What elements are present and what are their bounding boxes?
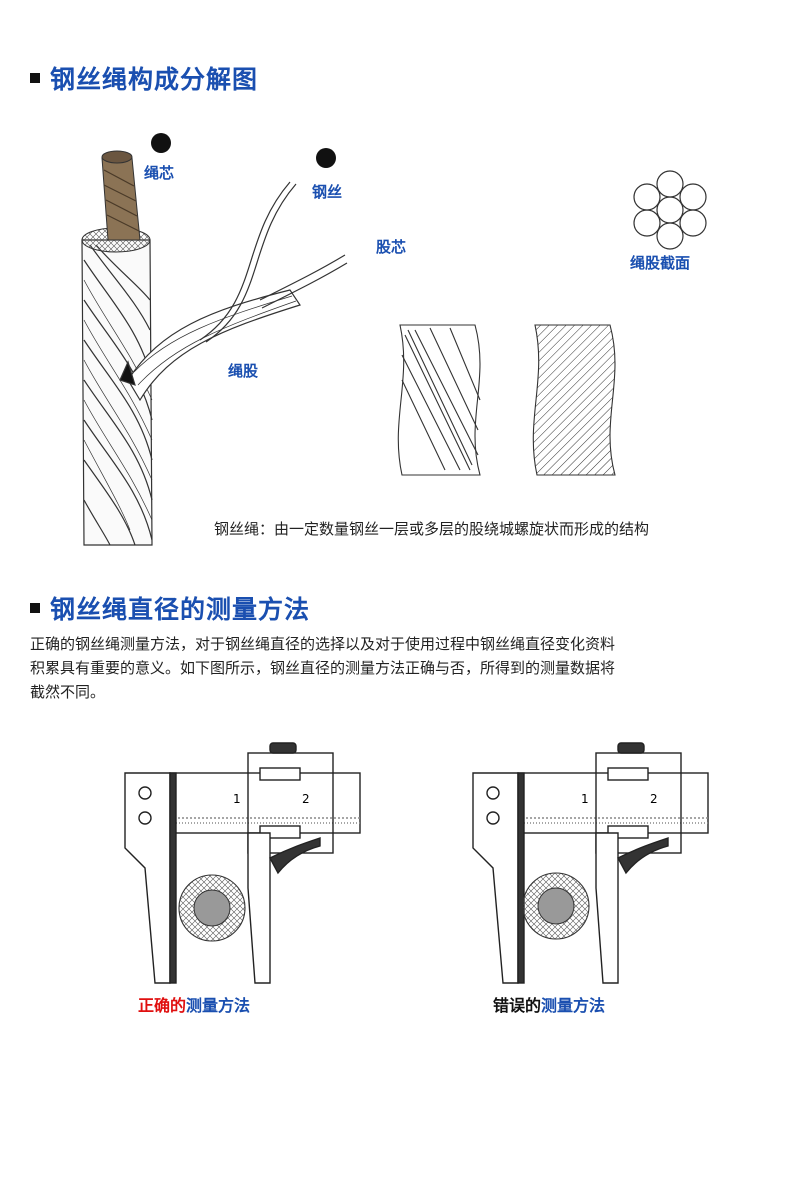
caption-correct-prefix: 正确的 bbox=[138, 996, 187, 1015]
paragraph-line: 截然不同。 bbox=[30, 683, 106, 701]
strand-sample-left bbox=[397, 324, 481, 476]
rope-core-illustration bbox=[101, 150, 141, 241]
caliper-wrong-illustration: 1 2 bbox=[472, 742, 709, 984]
caption-correct-method: 正确的测量方法 bbox=[138, 992, 250, 1016]
label-rope-core: 绳芯 bbox=[144, 164, 175, 182]
caption-wrong-method: 错误的测量方法 bbox=[493, 992, 605, 1016]
caption-correct-suffix: 测量方法 bbox=[186, 996, 251, 1015]
label-strand-section: 绳股截面 bbox=[630, 254, 691, 272]
title-bullet-icon bbox=[30, 603, 40, 613]
caliper-correct-illustration: 1 2 bbox=[124, 742, 361, 984]
strand-cross-section-icon bbox=[633, 170, 707, 250]
strand-sample-right bbox=[532, 324, 616, 476]
section-title-text: 钢丝绳直径的测量方法 bbox=[50, 595, 311, 624]
rope-section-icon bbox=[522, 872, 590, 940]
paragraph-line: 积累具有重要的意义。如下图所示，钢丝直径的测量方法正确与否，所得到的测量数据将 bbox=[30, 659, 616, 677]
scale-mark-1: 1 bbox=[233, 792, 241, 806]
rope-definition-text: 钢丝绳：由一定数量钢丝一层或多层的股绕城螺旋状而形成的结构 bbox=[214, 520, 650, 538]
steel-wire-bullet-icon bbox=[316, 148, 336, 168]
wire-rope-illustration bbox=[81, 150, 707, 546]
scale-mark-1: 1 bbox=[581, 792, 589, 806]
scale-mark-2: 2 bbox=[302, 792, 310, 806]
measurement-paragraph: 正确的钢丝绳测量方法，对于钢丝绳直径的选择以及对于使用过程中钢丝绳直径变化资料 … bbox=[30, 632, 782, 704]
section-title-measurement: 钢丝绳直径的测量方法 bbox=[30, 590, 310, 626]
label-steel-wire: 钢丝 bbox=[312, 183, 343, 201]
title-bullet-icon bbox=[30, 73, 40, 83]
label-strand-core: 股芯 bbox=[376, 238, 407, 256]
label-strand: 绳股 bbox=[228, 362, 259, 380]
caption-wrong-suffix: 测量方法 bbox=[541, 996, 606, 1015]
section-title-structure: 钢丝绳构成分解图 bbox=[30, 60, 258, 96]
scale-mark-2: 2 bbox=[650, 792, 658, 806]
steel-wires bbox=[199, 181, 348, 343]
rope-core-bullet-icon bbox=[151, 133, 171, 153]
section-title-text: 钢丝绳构成分解图 bbox=[50, 65, 259, 94]
caption-wrong-prefix: 错误的 bbox=[493, 996, 542, 1015]
peeled-strand bbox=[119, 289, 301, 402]
paragraph-line: 正确的钢丝绳测量方法，对于钢丝绳直径的选择以及对于使用过程中钢丝绳直径变化资料 bbox=[30, 635, 616, 653]
rope-section-icon bbox=[178, 874, 246, 942]
